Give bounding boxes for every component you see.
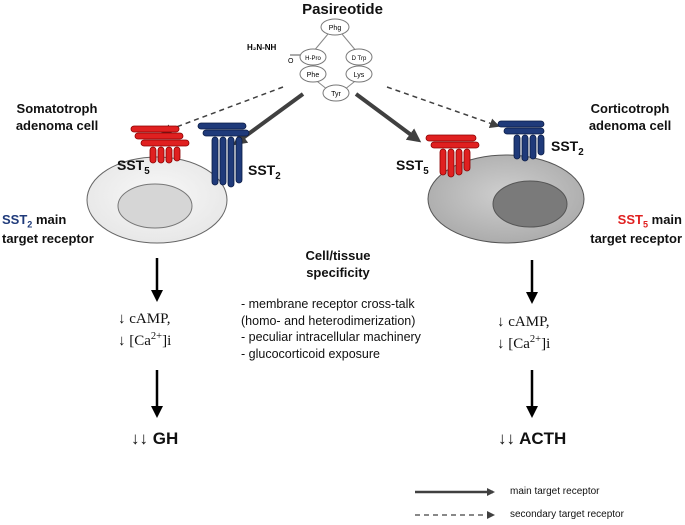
residue-phg (320, 18, 350, 36)
right-target-receptor: SST5 main target receptor (590, 212, 682, 247)
secondary-arrow-left (161, 86, 284, 134)
residue-label: Lys (354, 72, 365, 79)
sst2-label-right: SST2 (551, 138, 584, 158)
cell-label-line: adenoma cell (588, 117, 672, 133)
residue-lys (345, 65, 373, 83)
residue-label: Tyr (331, 91, 341, 98)
specificity-item: - membrane receptor cross-talk (241, 297, 415, 311)
amine-label: H₂N-NH (247, 43, 277, 52)
specificity-list: - membrane receptor cross-talk (homo- an… (241, 296, 421, 362)
specificity-item: (homo- and heterodimerization) (241, 313, 416, 328)
sst5-receptor-left (130, 125, 190, 164)
residue-hpro (299, 48, 327, 66)
nucleus (117, 183, 193, 229)
gh-output: ↓↓ GH (131, 429, 179, 448)
secondary-arrow-right (386, 86, 500, 129)
cell-label-line: adenoma cell (15, 117, 99, 133)
cell-label-line: Corticotroph (590, 101, 670, 116)
residue-label: H-Pro (305, 56, 321, 62)
cell-label-line: Somatotroph (16, 101, 98, 116)
residue-label: D Trp (352, 56, 367, 62)
sst5-label-right: SST5 (396, 157, 429, 177)
sst2-receptor-right (497, 120, 545, 162)
oxygen-label: O (288, 58, 294, 65)
residue-tyr (322, 84, 350, 102)
specificity-heading: Cell/tissue specificity (305, 248, 371, 280)
residue-label: Phg (329, 25, 342, 32)
sst2-label-left: SST2 (248, 162, 281, 182)
main-arrow-right (354, 92, 422, 143)
diagram-title: Pasireotide (302, 1, 383, 18)
sst5-receptor-right (425, 134, 480, 178)
nucleus (492, 180, 568, 228)
pasireotide-structure: Phg H-Pro D Trp Phe Lys Tyr H₂N-NH O (247, 18, 373, 102)
left-target-receptor: SST2 main target receptor (2, 212, 94, 247)
corticotroph-label: Corticotroph adenoma cell (578, 101, 682, 135)
acth-output: ↓↓ ACTH (498, 429, 567, 448)
right-effects: ↓ cAMP, ↓ [Ca2+]i (497, 314, 551, 352)
legend-dashed-label: secondary target receptor (510, 509, 624, 520)
sst2-receptor-left (197, 122, 250, 188)
specificity-item: - peculiar intracellular machinery (241, 330, 421, 344)
residue-dtrp (345, 48, 373, 66)
legend-solid-label: main target receptor (510, 486, 600, 497)
sst5-label-left: SST5 (117, 157, 150, 177)
corticotroph-cell (427, 154, 585, 244)
residue-label: Phe (307, 72, 320, 79)
residue-phe (299, 65, 327, 83)
specificity-item: - glucocorticoid exposure (241, 346, 380, 361)
left-effects: ↓ cAMP, ↓ [Ca2+]i (118, 311, 172, 349)
somatotroph-label: Somatotroph adenoma cell (2, 101, 112, 135)
somatotroph-cell (86, 156, 228, 244)
